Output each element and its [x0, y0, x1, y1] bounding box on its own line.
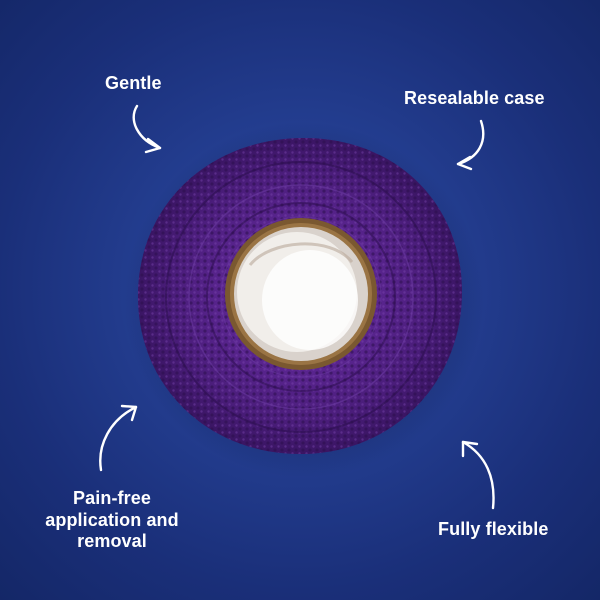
arrow-pain-free-icon [99, 404, 138, 472]
arrow-gentle-icon [132, 104, 162, 154]
feature-label-fully-flexible: Fully flexible [438, 519, 549, 539]
arrow-resealable-icon [456, 119, 485, 171]
cardboard-core [225, 218, 377, 370]
feature-label-resealable-case: Resealable case [404, 88, 545, 108]
feature-label-pain-free: Pain-free application and removal [45, 488, 179, 552]
arrow-flexible-icon [461, 440, 495, 510]
feature-label-gentle: Gentle [105, 73, 162, 93]
